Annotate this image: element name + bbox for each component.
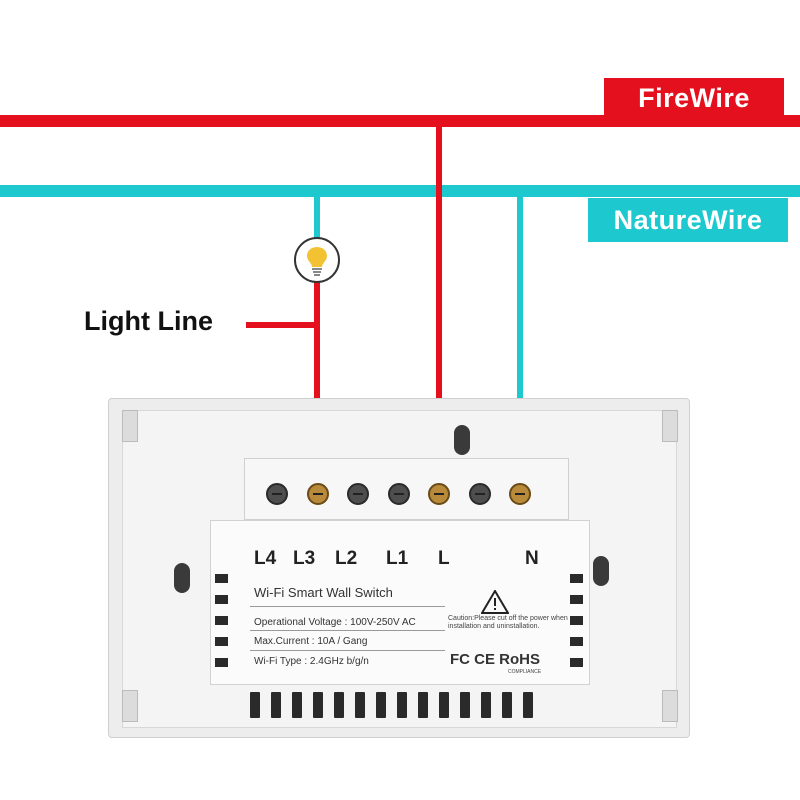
vent-slot	[271, 692, 281, 718]
nature-wire	[0, 185, 800, 197]
vent-slot	[334, 692, 344, 718]
fire-wire	[0, 115, 800, 127]
vent-slot	[481, 692, 491, 718]
light-line-label: Light Line	[84, 306, 213, 336]
terminal-screw-l4	[266, 483, 288, 505]
certification-sub: COMPLIANCE	[508, 669, 542, 675]
terminal-screw-l3	[307, 483, 329, 505]
side-vent-slot	[215, 616, 228, 625]
spec-current: Max.Current : 10A / Gang	[254, 636, 368, 647]
mounting-hole	[174, 563, 190, 593]
light-bulb-icon	[294, 237, 340, 283]
plate-clip	[122, 410, 138, 442]
vent-slot	[523, 692, 533, 718]
light-wire-lower	[314, 282, 320, 498]
product-name: Wi-Fi Smart Wall Switch	[254, 585, 393, 600]
terminal-label-n: N	[525, 548, 539, 569]
plate-clip	[662, 690, 678, 722]
side-vent-slot	[215, 595, 228, 604]
terminal-label-l2: L2	[335, 548, 358, 569]
side-vent-slot	[215, 574, 228, 583]
side-vent-slot	[215, 637, 228, 646]
fire-drop-wire	[436, 121, 442, 498]
nature-drop-wire	[517, 191, 523, 498]
vent-slot	[439, 692, 449, 718]
side-vent-slot	[215, 658, 228, 667]
terminal-screw-l2	[347, 483, 369, 505]
terminal-label-l1: L1	[386, 548, 409, 569]
warning-triangle-icon	[480, 589, 510, 619]
fire-wire-label: FireWire	[604, 78, 784, 118]
terminal-screw-spare	[469, 483, 491, 505]
side-vent-slot	[570, 595, 583, 604]
spec-label-panel	[210, 520, 590, 685]
caution-text: Caution:Please cut off the power when in…	[448, 615, 568, 630]
terminal-screw-l	[428, 483, 450, 505]
vent-slot	[397, 692, 407, 718]
vent-slot	[313, 692, 323, 718]
vent-slot	[460, 692, 470, 718]
spec-divider	[250, 630, 445, 631]
terminal-screw-n	[509, 483, 531, 505]
spec-wifi: Wi-Fi Type : 2.4GHz b/g/n	[254, 656, 369, 667]
vent-slot	[502, 692, 512, 718]
vent-slot	[355, 692, 365, 718]
side-vent-slot	[570, 637, 583, 646]
terminal-label-l4: L4	[254, 548, 277, 569]
terminal-label-l3: L3	[293, 548, 316, 569]
vent-slot	[418, 692, 428, 718]
spec-voltage: Operational Voltage : 100V-250V AC	[254, 617, 416, 628]
side-vent-slot	[570, 574, 583, 583]
terminal-label-l: L	[438, 548, 450, 569]
certification-marks: FC CE RoHS	[450, 651, 540, 668]
vent-slot	[250, 692, 260, 718]
spec-divider	[250, 606, 445, 607]
mounting-hole	[593, 556, 609, 586]
plate-clip	[122, 690, 138, 722]
terminal-screw-l1	[388, 483, 410, 505]
side-vent-slot	[570, 616, 583, 625]
side-vent-slot	[570, 658, 583, 667]
plate-clip	[662, 410, 678, 442]
light-wire-upper	[314, 191, 320, 241]
vent-slot	[292, 692, 302, 718]
vent-slot	[376, 692, 386, 718]
spec-divider	[250, 650, 445, 651]
light-line-pointer	[246, 322, 318, 328]
nature-wire-label: NatureWire	[588, 198, 788, 242]
mounting-hole	[454, 425, 470, 455]
